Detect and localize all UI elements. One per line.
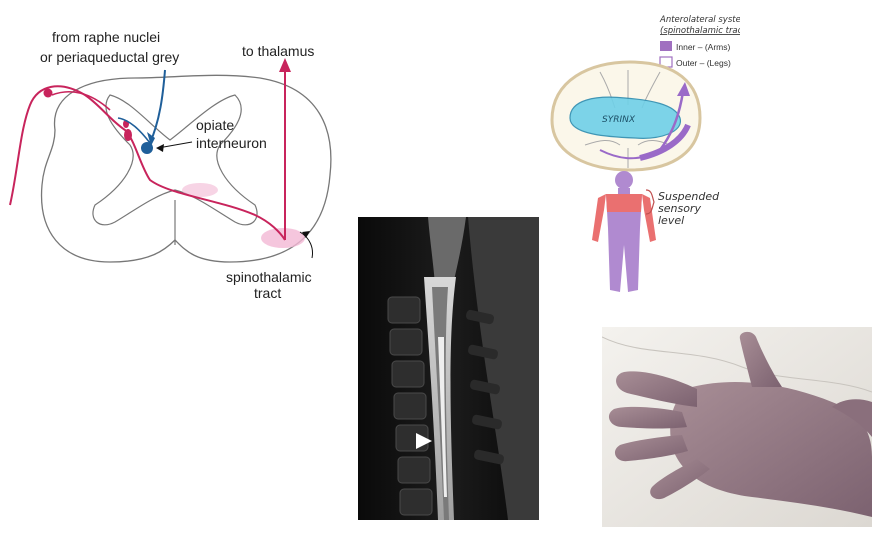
interneuron-process <box>117 117 151 144</box>
syrinx-label: SYRINX <box>602 115 636 125</box>
syrinx-diagram: Anterolateral system (spinothalamic trac… <box>550 15 740 292</box>
interneuron-label-line-2: interneuron <box>196 135 267 151</box>
wrist <box>832 399 872 437</box>
pointer-arrow-icon <box>156 144 164 152</box>
fingers <box>608 331 782 500</box>
sensory-label-line-1: Suspended <box>658 190 720 203</box>
tract-label-line-2: tract <box>254 285 281 300</box>
tract-pointer-arrow-icon <box>302 231 310 238</box>
spinous-processes <box>466 309 504 465</box>
source-label-line-1: from raphe nuclei <box>52 29 160 45</box>
vertebral-bodies <box>387 296 433 516</box>
crossing-fiber <box>599 149 651 160</box>
right-arm <box>642 194 656 242</box>
hand-dorsum <box>670 382 872 517</box>
legend-title-line-2: (spinothalamic tract) <box>660 26 740 36</box>
opiate-interneuron-body <box>141 142 153 154</box>
interneuron-pointer <box>157 141 193 149</box>
dorsal-horn-neuron <box>124 129 132 141</box>
up-arrow-icon <box>279 58 291 72</box>
source-label-line-2: or periaqueductal grey <box>40 49 179 65</box>
left-arm <box>592 194 606 242</box>
paper-fold <box>602 336 872 393</box>
legend-label-outer: Outer – (Legs) <box>676 58 731 68</box>
sensory-label-line-2: sensory <box>658 202 701 215</box>
thalamus-label: to thalamus <box>242 43 314 59</box>
dorsal-root-ganglion <box>43 88 53 98</box>
pain-afferent-fiber <box>9 85 286 241</box>
dorsal-root-branch <box>51 90 111 111</box>
posterior-neck-tissue <box>468 217 539 520</box>
human-figure <box>592 171 656 292</box>
tract-label-line-1: spinothalamic <box>226 269 312 285</box>
cervical-mri-image <box>358 217 539 520</box>
ascending-arrow-icon <box>677 82 690 96</box>
tract-pointer <box>299 231 313 259</box>
synapse-arrow-icon <box>147 132 155 146</box>
grey-matter-outline <box>92 94 258 226</box>
legend-label-inner: Inner – (Arms) <box>676 42 730 52</box>
hand-photo <box>602 327 872 527</box>
crossing-shade <box>182 183 218 197</box>
spinal-cord-diagram: from raphe nuclei or periaqueductal grey… <box>9 29 332 300</box>
sensory-loss-band <box>606 194 642 212</box>
sensory-label-line-3: level <box>658 214 684 227</box>
ascending-fiber <box>658 91 685 151</box>
thumb <box>739 331 782 387</box>
sensory-level-brace <box>645 189 655 215</box>
syrinx-cavity-shape <box>569 96 681 139</box>
legend-title-line-1: Anterolateral system <box>659 15 740 25</box>
syrinx-cavity <box>438 337 447 497</box>
white-arrowhead-icon <box>416 433 432 449</box>
legend-swatch-inner <box>660 41 672 51</box>
descending-modulation-fiber <box>149 69 166 144</box>
interneuron-label-line-1: opiate <box>196 117 234 133</box>
